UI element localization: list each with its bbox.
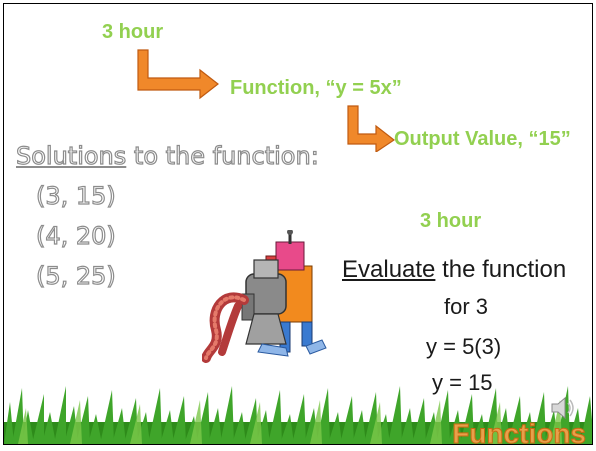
evaluate-rest: the function [435, 256, 567, 283]
pair-item: (5, 25) [35, 261, 116, 290]
pair-item: (4, 20) [35, 221, 116, 250]
slide-title: Functions [452, 418, 587, 445]
evaluate-word: Evaluate [342, 256, 436, 283]
grass-border [4, 386, 592, 444]
step2-text: y = 15 [432, 370, 493, 395]
elbow-arrow-icon [137, 49, 219, 100]
solutions-rest: to the function: [126, 141, 319, 170]
example-input-label: 3 hour [420, 210, 482, 232]
solutions-heading: Solutions to the function: [15, 141, 319, 170]
input-label: 3 hour [102, 21, 164, 43]
for-text: for 3 [444, 294, 489, 319]
slide: 3 hour Function, “y = 5x” Output Value, … [3, 3, 593, 445]
function-label: Function, “y = 5x” [230, 77, 402, 99]
step1-text: y = 5(3) [426, 334, 502, 359]
meat-grinder-illustration [202, 230, 327, 363]
elbow-arrow-icon [347, 105, 396, 152]
solutions-word: Solutions [15, 141, 127, 170]
output-label: Output Value, “15” [394, 128, 571, 150]
evaluate-line: Evaluate the function [342, 256, 566, 284]
speaker-icon[interactable] [550, 396, 576, 420]
pair-item: (3, 15) [35, 181, 116, 210]
